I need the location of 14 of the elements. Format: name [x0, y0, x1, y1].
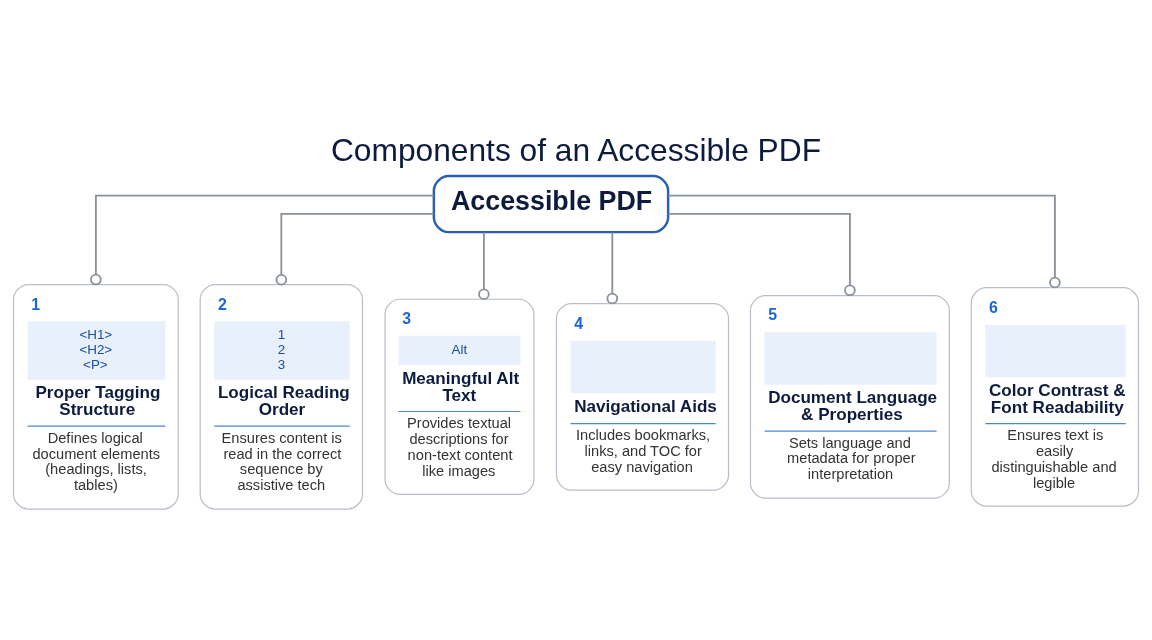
connector [478, 231, 490, 301]
connector [667, 194, 1061, 289]
connector [90, 194, 435, 286]
node-box: 1 <H1> <H2> <P> Proper Tagging Structure Defines logical document elements (headings, lists, tables) [12, 284, 179, 510]
connector [667, 212, 856, 297]
node-box: Accessible PDF [432, 174, 670, 234]
node-box: 3 Alt Meaningful Alt Text Provides textual descriptions for non-text content like images [384, 298, 535, 496]
node-box: 2 1 2 3 Logical Reading Order Ensures content is read in the correct sequence by assistive tech [199, 284, 364, 510]
node-box: 6 Color Contrast & Font Readability Ensures text is easily distinguishable and legible [970, 287, 1140, 507]
diagram-title: Components of an Accessible PDF [330, 132, 822, 169]
node-box: 5 Document Language & Properties Sets language and metadata for proper interpretation [749, 295, 950, 499]
connector [606, 231, 619, 305]
node-box: 4 Navigational Aids Includes bookmarks, links, and TOC for easy navigation [555, 302, 730, 491]
connector [275, 212, 435, 286]
